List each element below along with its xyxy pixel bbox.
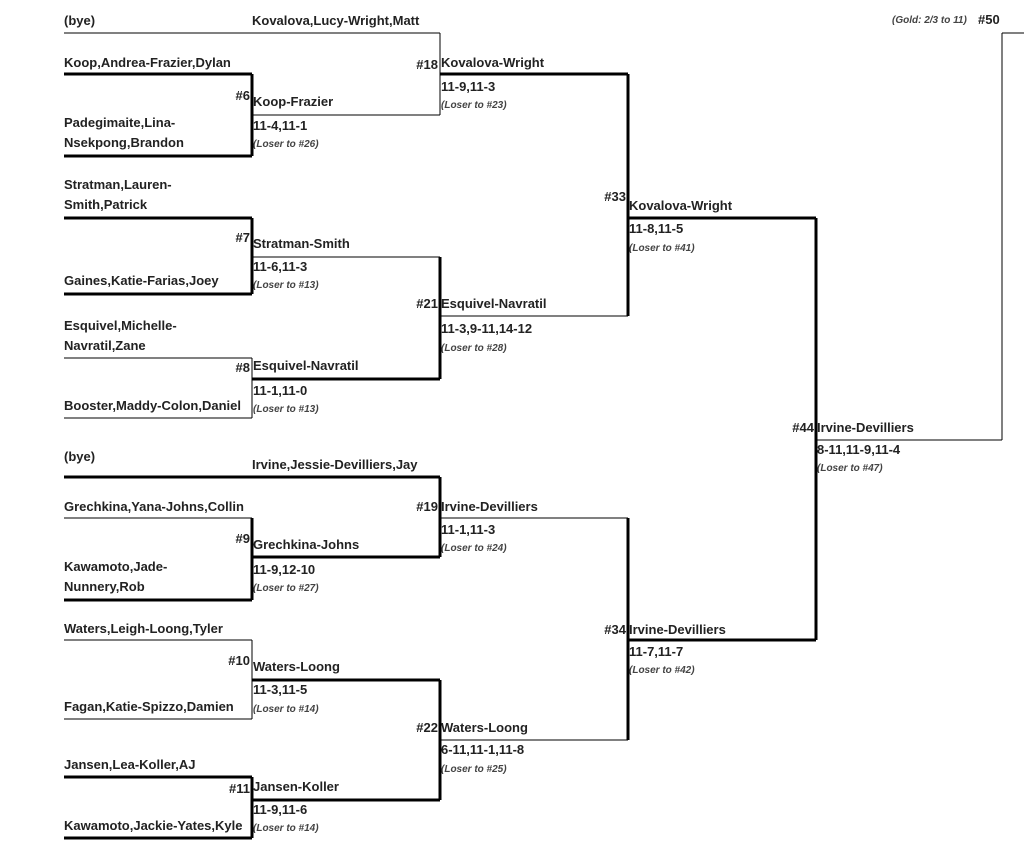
entrant-kawamoto-line2: Nunnery,Rob bbox=[64, 579, 145, 594]
match-6-loser-note: (Loser to #26) bbox=[253, 139, 319, 150]
entrant-kawamoto-line1: Kawamoto,Jade- bbox=[64, 559, 168, 574]
match-22-loser-note: (Loser to #25) bbox=[441, 764, 507, 775]
gold-format-note: (Gold: 2/3 to 11) bbox=[892, 15, 967, 26]
match-19-score: 11-1,11-3 bbox=[441, 522, 496, 537]
match-22-number: #22 bbox=[416, 720, 438, 735]
match-9-number: #9 bbox=[235, 531, 250, 546]
entrant-bye-1: (bye) bbox=[64, 13, 96, 28]
match-19-winner: Irvine-Devilliers bbox=[441, 499, 538, 514]
match-10-score: 11-3,11-5 bbox=[253, 682, 308, 697]
match-8-loser-note: (Loser to #13) bbox=[253, 404, 319, 415]
match-21-score: 11-3,9-11,14-12 bbox=[441, 321, 533, 336]
match-11-number: #11 bbox=[229, 781, 250, 796]
match-19-number: #19 bbox=[416, 499, 438, 514]
entrant-irvine-devilliers: Irvine,Jessie-Devilliers,Jay bbox=[252, 457, 418, 472]
match-10-number: #10 bbox=[228, 653, 250, 668]
entrant-bye-2: (bye) bbox=[64, 449, 96, 464]
match-33-number: #33 bbox=[604, 189, 626, 204]
match-44-score: 8-11,11-9,11-4 bbox=[817, 442, 901, 457]
match-33-score: 11-8,11-5 bbox=[629, 221, 684, 236]
match-21-number: #21 bbox=[416, 296, 438, 311]
match-18-winner: Kovalova-Wright bbox=[441, 55, 545, 70]
match-9-score: 11-9,12-10 bbox=[253, 562, 316, 577]
entrant-esquivel-line1: Esquivel,Michelle- bbox=[64, 318, 177, 333]
match-7-score: 11-6,11-3 bbox=[253, 259, 308, 274]
match-34-winner: Irvine-Devilliers bbox=[629, 622, 726, 637]
match-34-loser-note: (Loser to #42) bbox=[629, 665, 695, 676]
entrant-kovalova-wright: Kovalova,Lucy-Wright,Matt bbox=[252, 13, 420, 28]
match-44-winner: Irvine-Devilliers bbox=[817, 420, 914, 435]
entrant-stratman-line2: Smith,Patrick bbox=[64, 197, 148, 212]
entrant-koop-frazier: Koop,Andrea-Frazier,Dylan bbox=[64, 55, 231, 70]
match-7-number: #7 bbox=[235, 230, 250, 245]
match-22-winner: Waters-Loong bbox=[441, 720, 528, 735]
match-8-number: #8 bbox=[235, 360, 250, 375]
match-8-winner: Esquivel-Navratil bbox=[253, 358, 359, 373]
match-21-winner: Esquivel-Navratil bbox=[441, 296, 547, 311]
entrant-waters-loong: Waters,Leigh-Loong,Tyler bbox=[64, 621, 223, 636]
entrant-gaines-farias: Gaines,Katie-Farias,Joey bbox=[64, 273, 219, 288]
match-18-score: 11-9,11-3 bbox=[441, 79, 496, 94]
match-6-number: #6 bbox=[235, 88, 250, 103]
match-22-score: 6-11,11-1,11-8 bbox=[441, 742, 525, 757]
match-10-loser-note: (Loser to #14) bbox=[253, 704, 319, 715]
entrant-grechkina-johns: Grechkina,Yana-Johns,Collin bbox=[64, 499, 244, 514]
match-6-score: 11-4,11-1 bbox=[253, 118, 308, 133]
match-8-score: 11-1,11-0 bbox=[253, 383, 308, 398]
entrant-jansen-koller: Jansen,Lea-Koller,AJ bbox=[64, 757, 196, 772]
match-11-score: 11-9,11-6 bbox=[253, 802, 308, 817]
entrant-stratman-line1: Stratman,Lauren- bbox=[64, 177, 172, 192]
match-44-number: #44 bbox=[792, 420, 814, 435]
entrant-padegimaite-line1: Padegimaite,Lina- bbox=[64, 115, 176, 130]
match-21-loser-note: (Loser to #28) bbox=[441, 343, 507, 354]
entrant-esquivel-line2: Navratil,Zane bbox=[64, 338, 146, 353]
entrant-booster-colon: Booster,Maddy-Colon,Daniel bbox=[64, 398, 241, 413]
match-11-loser-note: (Loser to #14) bbox=[253, 823, 319, 834]
entrant-kawamoto-yates: Kawamoto,Jackie-Yates,Kyle bbox=[64, 818, 243, 833]
match-19-loser-note: (Loser to #24) bbox=[441, 543, 507, 554]
entrant-fagan-spizzo: Fagan,Katie-Spizzo,Damien bbox=[64, 699, 234, 714]
match-6-winner: Koop-Frazier bbox=[253, 94, 334, 109]
match-34-score: 11-7,11-7 bbox=[629, 644, 684, 659]
match-34-number: #34 bbox=[604, 622, 626, 637]
match-44-loser-note: (Loser to #47) bbox=[817, 463, 883, 474]
match-11-winner: Jansen-Koller bbox=[253, 779, 339, 794]
match-33-winner: Kovalova-Wright bbox=[629, 198, 733, 213]
match-18-number: #18 bbox=[416, 57, 438, 72]
match-33-loser-note: (Loser to #41) bbox=[629, 243, 695, 254]
match-7-loser-note: (Loser to #13) bbox=[253, 280, 319, 291]
match-18-loser-note: (Loser to #23) bbox=[441, 100, 507, 111]
final-match-number: #50 bbox=[978, 12, 1000, 27]
match-7-winner: Stratman-Smith bbox=[253, 236, 350, 251]
entrant-padegimaite-line2: Nsekpong,Brandon bbox=[64, 135, 184, 150]
match-10-winner: Waters-Loong bbox=[253, 659, 340, 674]
match-9-winner: Grechkina-Johns bbox=[253, 537, 360, 552]
match-9-loser-note: (Loser to #27) bbox=[253, 583, 319, 594]
